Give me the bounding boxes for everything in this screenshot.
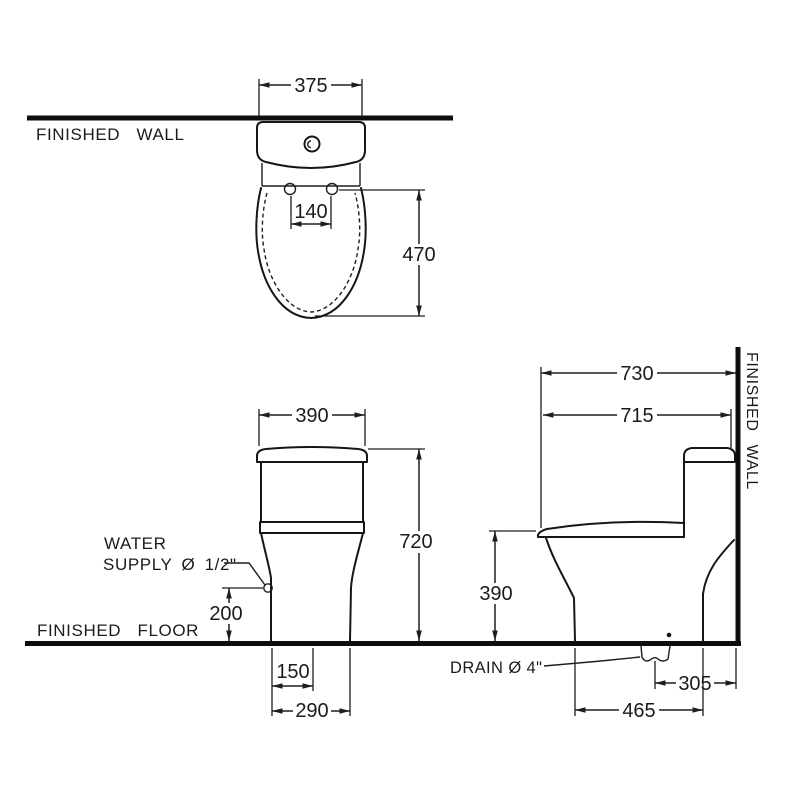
bowl-front-profile — [545, 537, 576, 642]
tank-front-outline — [256, 121, 366, 169]
finished-wall-label-top: FINISHED WALL — [36, 125, 185, 144]
dim-305-label: 305 — [678, 673, 711, 695]
dim-140-label: 140 — [294, 201, 327, 223]
dim-465-label: 465 — [622, 700, 655, 722]
dim-715-label: 715 — [620, 405, 653, 427]
bowl-outer-outline — [255, 187, 367, 319]
dim-290-label: 290 — [295, 700, 328, 722]
bowl-back-profile — [702, 539, 735, 642]
tank-lid-front — [256, 446, 368, 463]
water-supply-point-icon — [263, 583, 273, 593]
dim-150-label: 150 — [276, 661, 309, 683]
water-supply-label-line2: SUPPLY Ø 1/2" — [103, 555, 237, 574]
seat-hinge-band — [259, 521, 365, 534]
pedestal-left-profile — [260, 532, 272, 642]
fixing-dot-icon — [666, 632, 672, 638]
hinge-bolt-right-icon — [325, 182, 339, 196]
bowl-inner-dashed — [261, 192, 361, 313]
drain-outlet — [640, 645, 671, 662]
drain-leader — [543, 656, 641, 667]
dim-465-bg — [619, 700, 659, 721]
front-view: 390 WATER SUPPLY Ø 1/2" 200 720 FINISHED… — [25, 404, 741, 722]
dim-390-front-label: 390 — [295, 405, 328, 427]
dim-200-label: 200 — [209, 603, 242, 625]
dim-375-label: 375 — [294, 75, 327, 97]
dim-720-bg — [397, 531, 437, 553]
hinge-bolt-left-icon — [283, 182, 297, 196]
finished-floor-label: FINISHED FLOOR — [37, 621, 199, 640]
flush-button-detail — [307, 140, 312, 149]
dim-470-bg — [400, 244, 438, 265]
tank-lid-side — [683, 447, 736, 463]
dim-390f-bg — [292, 404, 332, 425]
side-view: 730 715 DRAIN Ø 4" 390 305 465 — [450, 347, 760, 722]
top-view: 375 FINISHED WALL 140 470 — [27, 74, 453, 319]
flush-button-icon — [303, 135, 321, 153]
dim-200-bg — [207, 603, 245, 624]
dim-375-bg — [291, 74, 331, 95]
dim-730-label: 730 — [620, 363, 653, 385]
seat-side-profile — [536, 520, 685, 538]
water-supply-label-line1: WATER — [104, 534, 167, 553]
pedestal-right-profile — [349, 532, 364, 642]
dim-730-bg — [617, 363, 657, 384]
dim-290-bg — [293, 700, 331, 721]
dim-470-label: 470 — [402, 244, 435, 266]
water-supply-leader — [224, 562, 266, 586]
dim-390s-bg — [478, 583, 515, 604]
dim-715-bg — [617, 405, 657, 426]
finished-wall-label-right: FINISHED WALL — [743, 352, 760, 490]
dim-390-side-label: 390 — [479, 583, 512, 605]
dim-305-bg — [676, 673, 714, 693]
drain-label: DRAIN Ø 4" — [450, 659, 542, 677]
dim-720-label: 720 — [399, 531, 432, 553]
